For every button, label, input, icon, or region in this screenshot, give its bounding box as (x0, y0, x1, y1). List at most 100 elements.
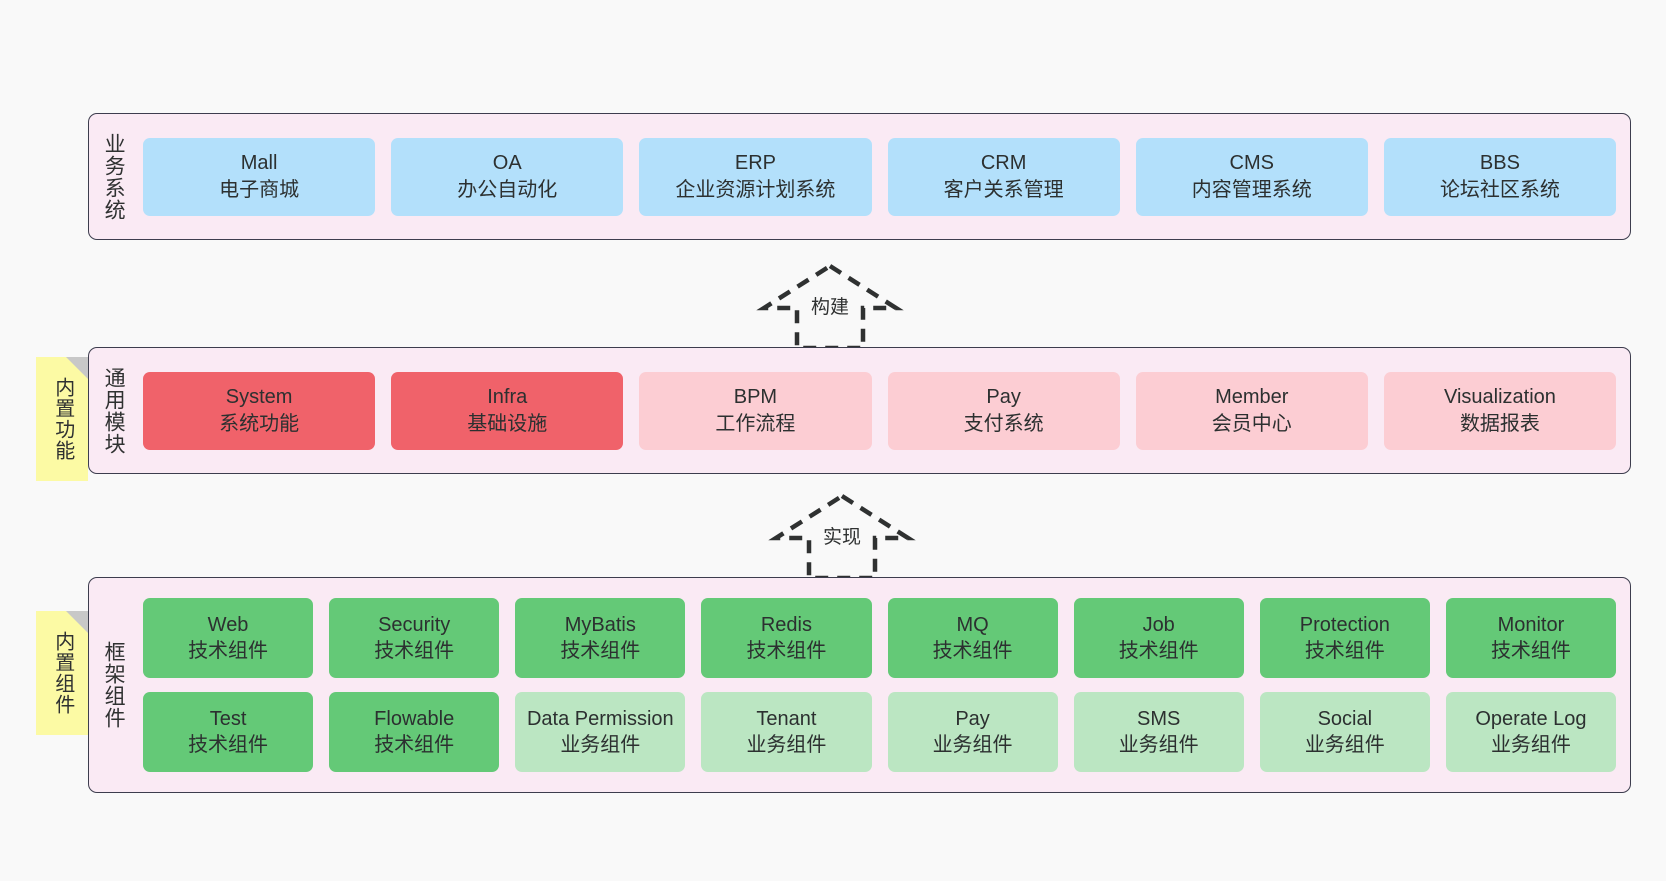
card-test[interactable]: Test 技术组件 (143, 692, 314, 772)
card-infra[interactable]: Infra 基础设施 (391, 371, 624, 450)
layer-title-framework-component: 框架组件 (102, 641, 126, 729)
card-subtitle: 技术组件 (932, 640, 1013, 662)
card-erp[interactable]: ERP 企业资源计划系统 (639, 137, 872, 216)
card-web[interactable]: Web 技术组件 (143, 598, 314, 678)
card-subtitle: 会员中心 (1211, 412, 1292, 435)
card-subtitle: 办公自动化 (457, 178, 558, 201)
card-pay-business[interactable]: Pay 业务组件 (887, 692, 1058, 772)
card-title: OA (492, 152, 522, 175)
card-title: Pay (955, 707, 990, 730)
card-subtitle: 业务组件 (560, 734, 641, 756)
card-subtitle: 内容管理系统 (1191, 178, 1312, 201)
card-subtitle: 技术组件 (746, 640, 827, 662)
card-title: SMS (1137, 707, 1181, 730)
card-title: MQ (956, 613, 989, 636)
connector-build-label: 构建 (807, 291, 853, 320)
note-fold-icon (66, 611, 88, 633)
card-row-tech: Web 技术组件 Security 技术组件 MyBatis 技术组件 Redi… (143, 598, 1616, 678)
card-title: Test (209, 707, 247, 730)
card-crm[interactable]: CRM 客户关系管理 (887, 137, 1120, 216)
card-subtitle: 业务组件 (932, 734, 1013, 756)
card-monitor[interactable]: Monitor 技术组件 (1445, 598, 1616, 678)
card-title: CMS (1229, 152, 1274, 175)
card-subtitle: 业务组件 (1304, 734, 1385, 756)
card-subtitle: 技术组件 (188, 734, 269, 756)
card-title: BBS (1479, 152, 1520, 175)
connector-implement-label: 实现 (819, 521, 865, 550)
card-redis[interactable]: Redis 技术组件 (701, 598, 872, 678)
card-title: Security (378, 613, 451, 636)
card-subtitle: 业务组件 (746, 734, 827, 756)
card-title: Visualization (1443, 386, 1556, 409)
card-visualization[interactable]: Visualization 数据报表 (1383, 371, 1617, 450)
layer-business-system: 业务系统 Mall 电子商城 OA 办公自动化 ERP 企业资源计划系统 CRM… (88, 113, 1631, 240)
card-title: Job (1142, 613, 1175, 636)
card-system[interactable]: System 系统功能 (143, 371, 376, 450)
layer-title-common-module: 通用模块 (102, 366, 126, 455)
card-subtitle: 技术组件 (374, 734, 455, 756)
card-title: Flowable (374, 707, 455, 730)
card-subtitle: 电子商城 (219, 178, 300, 201)
card-title: Pay (986, 386, 1021, 409)
card-title: Infra (487, 386, 528, 409)
card-row: System 系统功能 Infra 基础设施 BPM 工作流程 Pay 支付系统… (143, 371, 1617, 450)
card-subtitle: 技术组件 (1490, 640, 1571, 662)
note-label: 内置组件 (51, 631, 74, 715)
card-subtitle: 技术组件 (560, 640, 641, 662)
card-protection[interactable]: Protection 技术组件 (1259, 598, 1430, 678)
card-title: Web (207, 613, 249, 636)
card-oa[interactable]: OA 办公自动化 (391, 137, 624, 216)
card-data-permission[interactable]: Data Permission 业务组件 (515, 692, 686, 772)
card-title: System (225, 386, 293, 409)
card-mall[interactable]: Mall 电子商城 (143, 137, 376, 216)
note-builtin-feature: 内置功能 (36, 357, 88, 481)
card-title: Redis (760, 613, 812, 636)
card-mq[interactable]: MQ 技术组件 (887, 598, 1058, 678)
card-subtitle: 业务组件 (1118, 734, 1199, 756)
card-member[interactable]: Member 会员中心 (1135, 371, 1368, 450)
card-subtitle: 技术组件 (1118, 640, 1199, 662)
layer-body-business-system: Mall 电子商城 OA 办公自动化 ERP 企业资源计划系统 CRM 客户关系… (137, 114, 1630, 239)
card-subtitle: 技术组件 (188, 640, 269, 662)
card-title: Social (1317, 707, 1373, 730)
card-title: Mall (240, 152, 278, 175)
note-builtin-component: 内置组件 (36, 611, 88, 735)
card-subtitle: 业务组件 (1490, 734, 1571, 756)
note-label: 内置功能 (51, 377, 74, 461)
card-operate-log[interactable]: Operate Log 业务组件 (1445, 692, 1616, 772)
card-title: Monitor (1497, 613, 1565, 636)
card-title: Protection (1299, 613, 1390, 636)
card-row: Mall 电子商城 OA 办公自动化 ERP 企业资源计划系统 CRM 客户关系… (143, 137, 1617, 216)
layer-body-common-module: System 系统功能 Infra 基础设施 BPM 工作流程 Pay 支付系统… (137, 348, 1630, 473)
card-subtitle: 基础设施 (467, 412, 548, 435)
card-title: BPM (733, 386, 778, 409)
card-mybatis[interactable]: MyBatis 技术组件 (515, 598, 686, 678)
layer-body-framework-component: Web 技术组件 Security 技术组件 MyBatis 技术组件 Redi… (137, 578, 1630, 792)
card-subtitle: 系统功能 (219, 412, 300, 435)
card-bpm[interactable]: BPM 工作流程 (639, 371, 872, 450)
layer-framework-component: 框架组件 Web 技术组件 Security 技术组件 MyBatis 技术组件… (88, 577, 1631, 793)
card-social[interactable]: Social 业务组件 (1259, 692, 1430, 772)
card-row-business: Test 技术组件 Flowable 技术组件 Data Permission … (143, 692, 1616, 772)
card-title: Member (1215, 386, 1289, 409)
card-subtitle: 论坛社区系统 (1439, 178, 1560, 201)
card-subtitle: 客户关系管理 (943, 178, 1064, 201)
card-subtitle: 数据报表 (1459, 412, 1540, 435)
card-pay[interactable]: Pay 支付系统 (887, 371, 1120, 450)
card-sms[interactable]: SMS 业务组件 (1073, 692, 1244, 772)
card-title: Operate Log (1475, 707, 1587, 730)
card-title: MyBatis (564, 613, 636, 636)
card-cms[interactable]: CMS 内容管理系统 (1135, 137, 1368, 216)
card-flowable[interactable]: Flowable 技术组件 (329, 692, 500, 772)
card-title: CRM (980, 152, 1027, 175)
connector-implement: 实现 (768, 492, 916, 581)
card-job[interactable]: Job 技术组件 (1073, 598, 1244, 678)
card-security[interactable]: Security 技术组件 (329, 598, 500, 678)
card-subtitle: 支付系统 (963, 412, 1044, 435)
card-subtitle: 工作流程 (715, 412, 796, 435)
note-fold-icon (66, 357, 88, 379)
card-title: ERP (734, 152, 776, 175)
card-tenant[interactable]: Tenant 业务组件 (701, 692, 872, 772)
card-bbs[interactable]: BBS 论坛社区系统 (1383, 137, 1617, 216)
